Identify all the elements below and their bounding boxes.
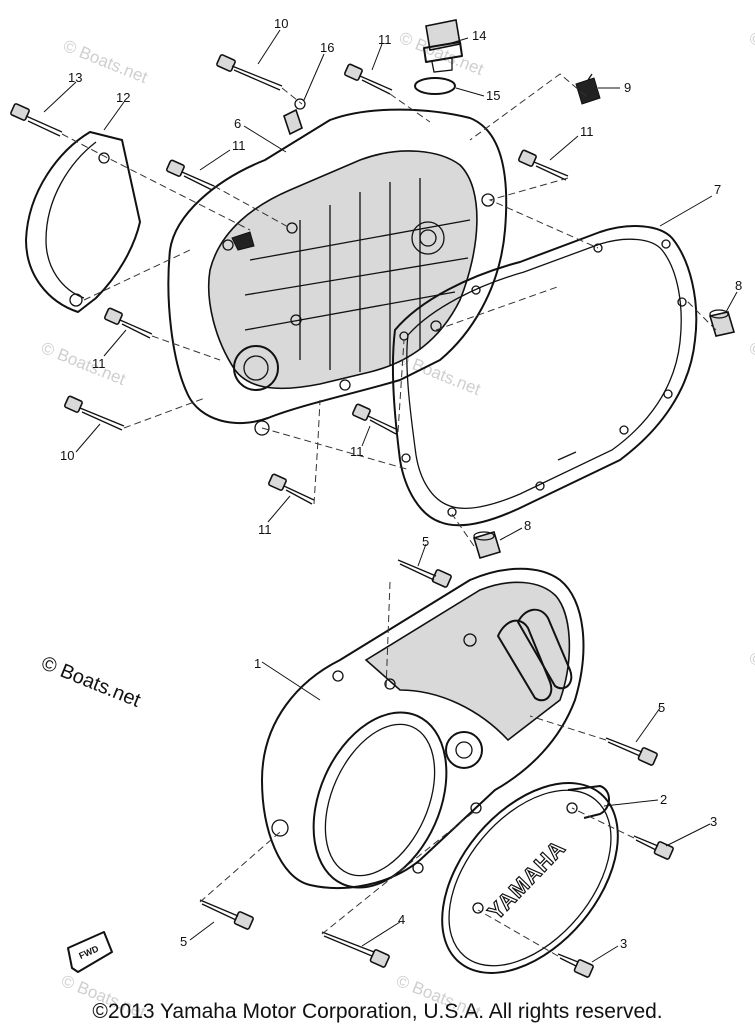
part-9-plug	[575, 73, 601, 105]
callout-11: 11	[258, 522, 272, 537]
callout-8: 8	[524, 518, 531, 533]
callout-14: 14	[472, 28, 486, 43]
alignment-lines-upper	[61, 73, 717, 547]
callout-5: 5	[180, 934, 187, 949]
fwd-label: FWD	[77, 943, 100, 961]
callout-9: 9	[624, 80, 631, 95]
callout-15: 15	[486, 88, 500, 103]
callout-13: 13	[68, 70, 82, 85]
watermark-text: © Boats.net	[747, 28, 755, 79]
bolt-11-midleft	[104, 307, 153, 339]
callout-11: 11	[232, 138, 246, 153]
callout-4: 4	[398, 912, 405, 927]
part-1-clutch-cover	[261, 567, 585, 889]
callout-5: 5	[422, 534, 429, 549]
callout-leaders	[43, 29, 738, 963]
part-15-o-ring	[414, 77, 456, 95]
callout-6: 6	[234, 116, 241, 131]
part-8-dowel	[473, 531, 501, 559]
bolt-11-top	[344, 63, 393, 95]
callout-3: 3	[620, 936, 627, 951]
callout-numbers: 10 16 11 14 15 9 13 12 6 11 11 7 8 11 10…	[60, 16, 742, 951]
bolt-11-center	[352, 403, 399, 435]
bolt-13	[10, 103, 63, 137]
callout-5: 5	[658, 700, 665, 715]
bolt-4	[321, 931, 390, 968]
part-6-crankcase-cover	[167, 108, 508, 436]
part-2-logo-cover: YAMAHA	[441, 782, 619, 974]
bolt-3-lower	[557, 953, 594, 978]
copyright-notice: ©2013 Yamaha Motor Corporation, U.S.A. A…	[92, 1000, 663, 1023]
watermark-text: © Boats.net	[747, 338, 755, 389]
watermark-main: © Boats.net	[38, 652, 144, 712]
bolt-5-right	[605, 737, 658, 766]
callout-11: 11	[580, 124, 594, 139]
bolt-5-left	[199, 899, 254, 930]
callout-2: 2	[660, 792, 667, 807]
bolt-10-lower	[64, 395, 125, 431]
bolt-11-right	[518, 149, 569, 181]
callout-11: 11	[350, 444, 364, 459]
callout-16: 16	[320, 40, 334, 55]
callout-12: 12	[116, 90, 130, 105]
callout-11: 11	[378, 32, 392, 47]
part-7-gasket	[391, 225, 698, 527]
bolt-5-top	[397, 559, 452, 588]
fwd-arrow-icon: FWD	[67, 931, 113, 973]
cover-logo-text: YAMAHA	[483, 835, 571, 925]
callout-11: 11	[92, 356, 106, 371]
bolt-11-left	[166, 159, 215, 191]
watermark-text: © Boats.net	[39, 338, 129, 389]
watermark-text: © Boats.net	[747, 648, 755, 699]
part-16-clip	[283, 98, 306, 136]
callout-10: 10	[60, 448, 74, 463]
callout-7: 7	[714, 182, 721, 197]
callout-3: 3	[710, 814, 717, 829]
part-8-dowel	[708, 309, 736, 337]
alignment-lines-lower	[199, 581, 635, 957]
bolt-11-bottom	[268, 473, 315, 505]
bolt-10-upper	[216, 54, 283, 91]
bolt-3-upper	[633, 835, 674, 860]
callout-8: 8	[735, 278, 742, 293]
callout-1: 1	[254, 656, 261, 671]
part-12-cover	[25, 131, 141, 313]
callout-10: 10	[274, 16, 288, 31]
